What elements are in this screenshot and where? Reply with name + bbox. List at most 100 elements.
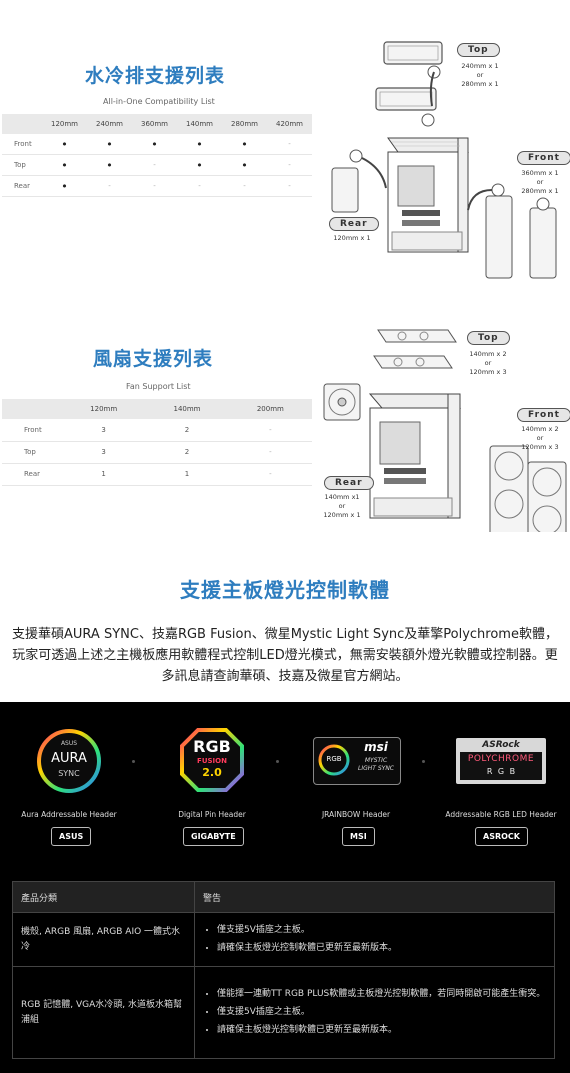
fan-col-header: 200mm [228, 399, 312, 419]
row-label: Top [2, 154, 42, 176]
table-row: Rear • - - - - - [2, 175, 312, 197]
gigabyte-logo-sub-text: 2.0 [202, 766, 222, 779]
front-radiator-illustration [467, 183, 557, 279]
table-cell: - [87, 175, 132, 197]
warning-col-category: 產品分類 [12, 881, 195, 913]
aio-rear-note: 120mm x 1 [333, 234, 371, 242]
table-cell: • [42, 154, 87, 176]
table-cell: - [222, 175, 267, 197]
table-cell: - [177, 175, 222, 197]
table-cell: 3 [62, 441, 146, 464]
aio-case-diagram [331, 41, 557, 279]
asrock-brand-button[interactable]: ASROCK [475, 827, 528, 846]
asus-logo-sub-text: SYNC [58, 769, 80, 778]
aio-col-header: 240mm [87, 114, 132, 134]
table-cell: - [267, 154, 312, 176]
rear-fan-illustration [323, 383, 361, 421]
aio-col-header: 360mm [132, 114, 177, 134]
table-row: Top 3 2 - [2, 441, 312, 464]
fan-rear-label: Rear [324, 476, 374, 490]
warning-item: 僅支援5V插座之主板。 [217, 1006, 546, 1019]
table-cell: - [267, 134, 312, 155]
table-cell: - [228, 463, 312, 486]
sync-heading: 支援主板燈光控制軟體 [180, 578, 390, 602]
warning-col-warning: 警告 [194, 881, 555, 913]
table-cell: 1 [145, 463, 229, 486]
warning-list: 僅支援5V插座之主板。 請確保主板燈光控制軟體已更新至最新版本。 [203, 924, 546, 955]
asus-brand-button[interactable]: ASUS [51, 827, 92, 846]
aio-compat-table: 120mm 240mm 360mm 140mm 280mm 420mm Fron… [2, 114, 312, 197]
table-cell: - [228, 419, 312, 442]
gigabyte-header-caption: Digital Pin Header [178, 810, 246, 819]
warning-category: 機殼, ARGB 風扇, ARGB AIO 一體式水冷 [12, 912, 195, 967]
table-cell: - [228, 441, 312, 464]
fan-support-table: 120mm 140mm 200mm Front 3 2 - Top 3 2 - … [2, 399, 312, 486]
asus-aura-sync-logo [37, 729, 101, 793]
fan-rear-note: 140mm x1 or 120mm x 1 [323, 493, 361, 519]
fan-front-label: Front [517, 408, 570, 422]
aio-top-label: Top [457, 43, 500, 57]
asrock-logo-sub-text: R G B [486, 767, 516, 776]
table-cell: 1 [62, 463, 146, 486]
table-row: 機殼, ARGB 風扇, ARGB AIO 一體式水冷 僅支援5V插座之主板。 … [12, 912, 555, 967]
fan-top-label: Top [467, 331, 510, 345]
table-cell: • [87, 134, 132, 155]
gigabyte-brand-button[interactable]: GIGABYTE [183, 827, 244, 846]
separator-dot [276, 760, 279, 763]
row-label: Top [2, 441, 62, 464]
asrock-logo-main-text: POLYCHROME [467, 754, 535, 764]
warning-category: RGB 記憶體, VGA水冷頭, 水道板水箱幫浦組 [12, 966, 195, 1059]
table-cell: • [177, 154, 222, 176]
gigabyte-logo-top-text: RGB [193, 737, 231, 756]
aio-front-label: Front [517, 151, 570, 165]
aio-col-header: 140mm [177, 114, 222, 134]
aio-subtitle: All-in-One Compatibility List [103, 97, 215, 106]
asrock-header-caption: Addressable RGB LED Header [445, 810, 557, 819]
row-label: Rear [2, 463, 62, 486]
top-radiator-illustration [375, 41, 443, 127]
aio-col-header: 120mm [42, 114, 87, 134]
table-cell: • [42, 134, 87, 155]
fan-case-diagram [323, 329, 567, 532]
table-cell: • [222, 154, 267, 176]
rear-radiator-illustration [331, 149, 387, 213]
msi-logo-sub-text: LIGHT SYNC [358, 765, 394, 772]
warning-item: 僅能擇一連動TT RGB PLUS軟體或主板燈光控制軟體，若同時開啟可能產生衝突… [217, 988, 546, 1001]
front-fans-illustration [489, 445, 567, 532]
table-row: Front 3 2 - [2, 419, 312, 442]
aio-rear-label: Rear [329, 217, 379, 231]
row-label: Front [2, 134, 42, 155]
table-row: Top • • - • • - [2, 154, 312, 176]
warning-table: 產品分類 警告 機殼, ARGB 風扇, ARGB AIO 一體式水冷 僅支援5… [12, 881, 555, 1059]
gigabyte-rgb-fusion-logo [180, 728, 244, 792]
warning-item: 請確保主板燈光控制軟體已更新至最新版本。 [217, 1024, 546, 1037]
separator-dot [132, 760, 135, 763]
table-cell: 2 [145, 419, 229, 442]
msi-rgb-ring-icon [318, 744, 350, 776]
warning-list: 僅能擇一連動TT RGB PLUS軟體或主板燈光控制軟體，若同時開啟可能產生衝突… [203, 988, 546, 1037]
msi-mystic-light-logo [313, 737, 401, 785]
asus-header-caption: Aura Addressable Header [21, 810, 117, 819]
separator-dot [422, 760, 425, 763]
table-cell: • [42, 175, 87, 197]
table-cell: - [267, 175, 312, 197]
fan-col-header: 120mm [62, 399, 146, 419]
warning-item: 請確保主板燈光控制軟體已更新至最新版本。 [217, 942, 546, 955]
gigabyte-logo-main-text: FUSION [197, 757, 227, 765]
fan-top-note: 140mm x 2 or 120mm x 3 [469, 350, 507, 376]
table-cell: • [132, 134, 177, 155]
asus-logo-main-text: AURA [51, 751, 87, 766]
table-cell: 3 [62, 419, 146, 442]
fan-title: 風扇支援列表 [93, 348, 214, 370]
fan-front-note: 140mm x 2 or 120mm x 3 [521, 425, 559, 451]
msi-logo-main-text: MYSTIC [364, 757, 388, 764]
table-cell: • [222, 134, 267, 155]
sync-paragraph: 支援華碩AURA SYNC、技嘉RGB Fusion、微星Mystic Ligh… [12, 627, 558, 684]
msi-brand-button[interactable]: MSI [342, 827, 375, 846]
aio-front-note: 360mm x 1 or 280mm x 1 [521, 169, 559, 195]
aio-top-note: 240mm x 1 or 280mm x 1 [461, 62, 499, 88]
table-cell: • [177, 134, 222, 155]
table-cell: 2 [145, 441, 229, 464]
aio-col-header: 420mm [267, 114, 312, 134]
aio-title: 水冷排支援列表 [85, 65, 226, 87]
